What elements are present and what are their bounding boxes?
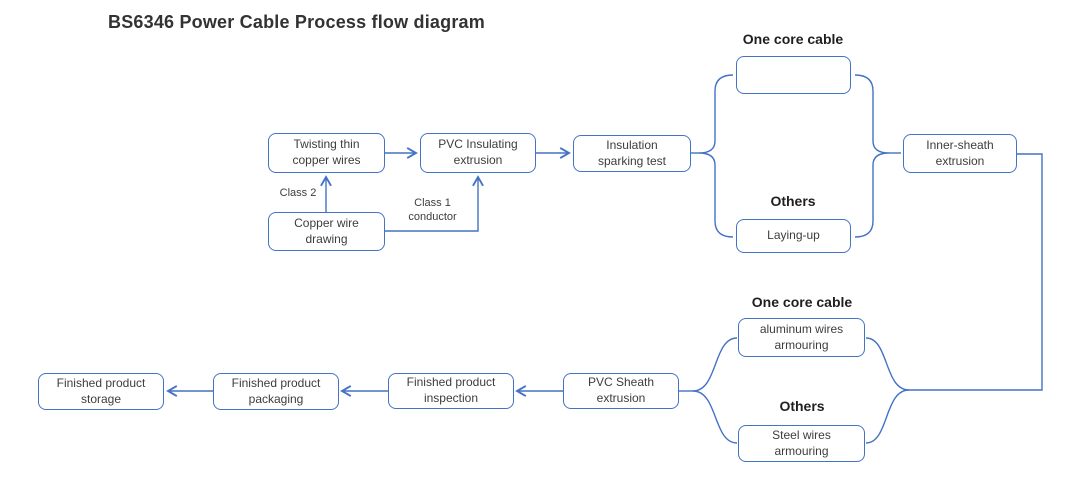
- node-copper-wire-drawing: Copper wire drawing: [268, 212, 385, 251]
- branch-label-others-top: Others: [770, 193, 816, 209]
- curve-steel-to-merge: [692, 390, 738, 444]
- node-pvc-sheath-extrusion: PVC Sheath extrusion: [563, 373, 679, 409]
- node-finished-product-storage: Finished product storage: [38, 373, 164, 410]
- edge-label-class-1-conductor: Class 1 conductor: [408, 197, 457, 223]
- curve-fork-to-aluminum: [865, 337, 910, 391]
- line-inner-sheath-to-armouring-fork: [909, 153, 1043, 391]
- brace-branch-open: [698, 74, 734, 238]
- brace-branch-close: [854, 74, 890, 238]
- node-finished-product-inspection: Finished product inspection: [388, 373, 514, 409]
- node-finished-product-packaging: Finished product packaging: [213, 373, 339, 410]
- branch-label-one-core-cable-bottom: One core cable: [751, 294, 853, 310]
- edge-label-class-2: Class 2: [279, 187, 317, 199]
- branch-label-others-bottom: Others: [779, 398, 825, 414]
- curve-aluminum-to-merge: [692, 337, 738, 392]
- page-title: BS6346 Power Cable Process flow diagram: [108, 12, 485, 32]
- arrow-copper-drawing-to-pvc-insulating: [385, 177, 478, 232]
- node-pvc-insulating-extrusion: PVC Insulating extrusion: [420, 133, 536, 173]
- node-insulation-sparking-test: Insulation sparking test: [573, 135, 691, 172]
- node-laying-up: Laying-up: [736, 219, 851, 253]
- node-twisting-thin-copper-wires: Twisting thin copper wires: [268, 133, 385, 173]
- branch-label-one-core-cable-top: One core cable: [742, 31, 844, 47]
- node-inner-sheath-extrusion: Inner-sheath extrusion: [903, 134, 1017, 173]
- node-steel-wires-armouring: Steel wires armouring: [738, 425, 865, 462]
- node-aluminum-wires-armouring: aluminum wires armouring: [738, 318, 865, 357]
- node-one-core-pass-through: [736, 56, 851, 94]
- curve-fork-to-steel: [865, 389, 910, 444]
